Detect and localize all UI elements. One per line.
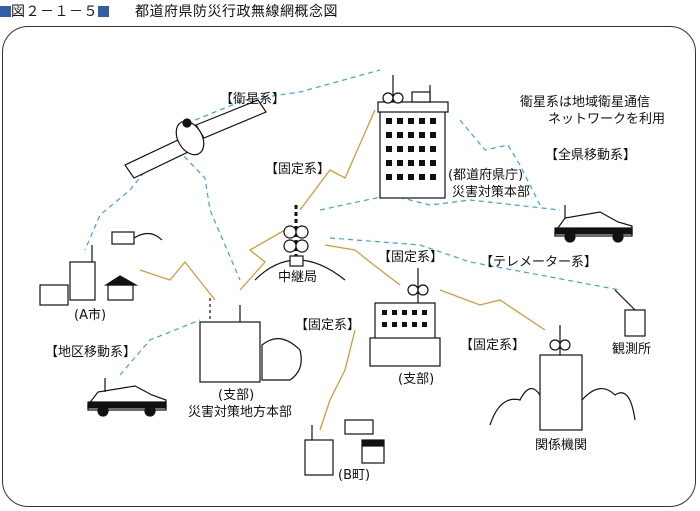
hq-building-icon: [377, 75, 449, 199]
branch-center-icon: [369, 268, 441, 367]
label-hq-line-2: 災害対策本部: [452, 185, 531, 200]
fixed-link-center-related: [439, 289, 546, 331]
car-right-icon: [554, 205, 633, 243]
fixed-link-city-branch: [139, 260, 216, 301]
label-branch-left-line-2: 災害対策地方本部: [188, 405, 293, 420]
label-fixed-link-mid: 【固定系】: [378, 250, 444, 265]
car-left-icon: [87, 378, 167, 417]
satellite-icon: [124, 99, 267, 179]
label-fixed-link-top: 【固定系】: [265, 162, 331, 177]
label-fixed-link-left: 【固定系】: [295, 318, 361, 333]
fixed-links: [139, 109, 546, 431]
label-telemeter-link: 【テレメーター系】: [480, 255, 598, 270]
figure-title: 都道府県防災行政無線網概念図: [135, 4, 338, 20]
figure-number-text: 図２－１－５: [11, 4, 98, 20]
diagram-frame: [2, 26, 696, 507]
observatory-icon: [614, 289, 646, 337]
label-hq-line-1: (都道府県庁): [448, 168, 524, 183]
satellite-link-down: [177, 149, 241, 281]
radio-links: [84, 69, 621, 376]
note-line-2: ネットワークを利用: [548, 112, 666, 127]
label-related-org: 関係機関: [535, 438, 588, 453]
label-satellite-link: 【衛星系】: [220, 92, 286, 107]
label-mobile-all-link: 【全県移動系】: [545, 148, 637, 163]
fixed-link-relay-left: [239, 229, 286, 291]
label-relay: 中継局: [278, 270, 318, 285]
figure-marker-icon: [0, 6, 11, 17]
label-observatory: 観測所: [612, 342, 652, 357]
figure-marker-icon: [98, 6, 109, 17]
label-fixed-link-right: 【固定系】: [460, 338, 526, 353]
note-line-1: 衛星系は地域衛星通信: [520, 95, 651, 110]
label-branch-center: (支部): [398, 372, 435, 387]
fixed-link-relay-hq: [299, 109, 376, 211]
mobile-link-area: [119, 319, 201, 376]
label-mobile-area-link: 【地区移動系】: [45, 345, 137, 360]
figure-title-bar: 図２－１－５ 都道府県防災行政無線網概念図: [0, 0, 338, 22]
related-org-icon: [489, 325, 636, 431]
label-city-a: (A市): [74, 308, 107, 323]
town-b-icon: [304, 419, 385, 476]
mobile-link-relay-car: [319, 194, 561, 211]
satellite-link-hq: [194, 69, 381, 121]
fixed-link-relay-center: [324, 244, 401, 286]
city-a-icon: [39, 231, 163, 306]
mobile-link-hq-car: [459, 119, 541, 206]
label-town-b: (B町): [338, 468, 371, 483]
fixed-link-town: [319, 329, 356, 431]
relay-tower-icon: [254, 205, 346, 281]
satellite-link-city: [84, 164, 151, 251]
figure-number: 図２－１－５: [0, 1, 109, 21]
branch-left-icon: [199, 298, 302, 383]
label-branch-left-line-1: (支部): [218, 388, 255, 403]
